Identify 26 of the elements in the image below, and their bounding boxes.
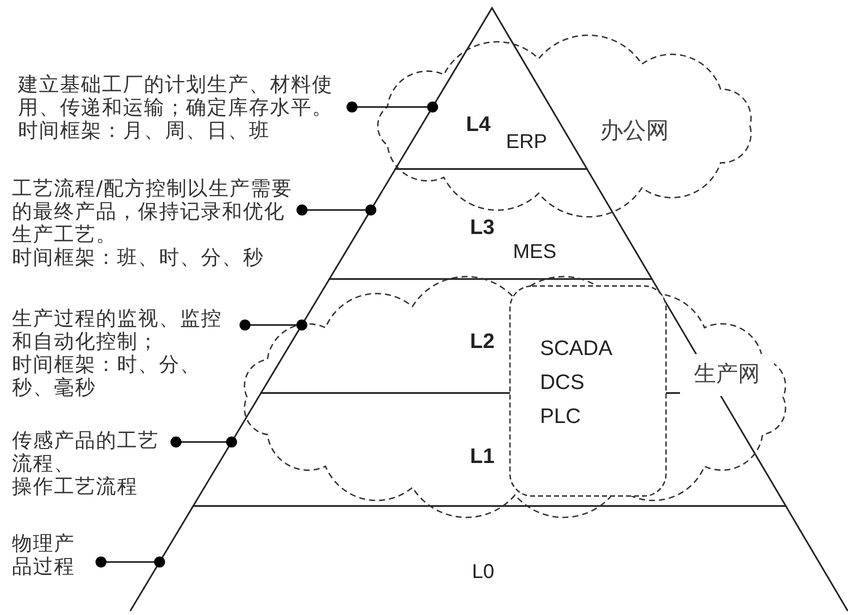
level-label: L4: [466, 114, 491, 135]
network-label: 生产网: [680, 354, 774, 396]
level-label: L1: [470, 446, 495, 467]
description-text: 工艺流程/配方控制以生产需要的最终产品，保持记录和优化生产工艺。: [12, 177, 294, 246]
level-label: L0: [472, 562, 494, 582]
description-text: 操作工艺流程: [12, 475, 139, 498]
leader-line: [170, 436, 238, 448]
system-label: SCADA: [540, 338, 612, 359]
description-text: 传感产品的工艺流程、: [12, 429, 160, 475]
leader-line: [296, 204, 376, 216]
leader-line: [346, 102, 438, 112]
description-text: 时间框架：月、周、日、班: [18, 119, 271, 142]
system-label: MES: [513, 242, 556, 262]
description-text: 时间框架：时、分、秒、毫秒: [12, 353, 202, 399]
description-text: 生产过程的监视、监控和自动化控制；: [12, 307, 223, 353]
description-text: 物理产品过程: [12, 532, 76, 578]
level-label: L3: [470, 217, 495, 238]
system-label: PLC: [540, 406, 581, 427]
network-label: 办公网: [600, 120, 669, 143]
description-text: 建立基础工厂的计划生产、材料使用、传递和运输；确定库存水平。: [18, 73, 334, 119]
system-label: ERP: [506, 132, 548, 152]
system-label: DCS: [540, 372, 584, 393]
level-label: L2: [470, 331, 495, 352]
leader-line: [96, 556, 166, 568]
leader-line: [240, 320, 308, 330]
description-text: 时间框架：班、时、分、秒: [12, 246, 265, 269]
